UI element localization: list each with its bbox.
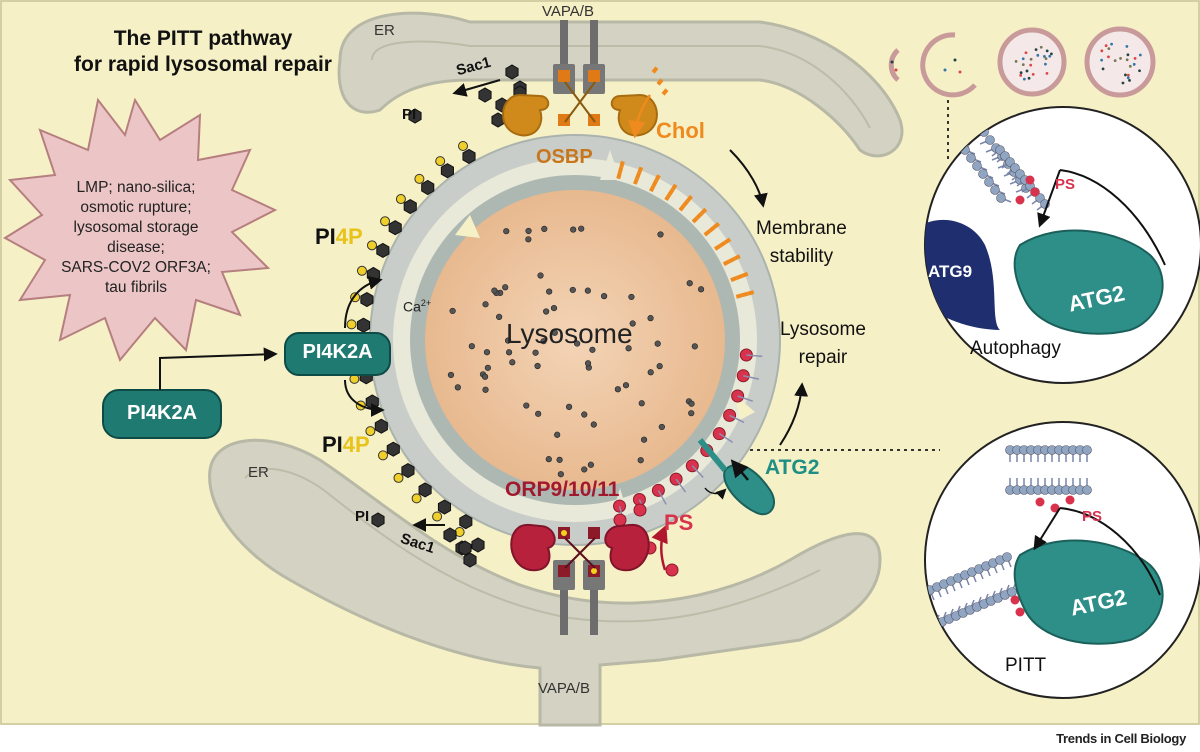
pi4k2a-membrane-box <box>284 332 391 376</box>
ps-lipids <box>613 348 763 577</box>
vesicle-icons <box>888 26 1156 98</box>
lumen-particles <box>447 225 705 478</box>
pitt-inset <box>924 421 1200 699</box>
lysosome <box>369 134 781 546</box>
osbp-complex <box>502 20 658 137</box>
pi4k2a-cytosol-box <box>102 389 222 439</box>
pathway-arrows <box>159 79 809 571</box>
journal-credit: Trends in Cell Biology <box>1056 731 1186 746</box>
orp-complex <box>510 523 650 635</box>
inset-connectors <box>750 100 949 451</box>
er-bottom <box>208 438 882 727</box>
stress-burst <box>3 97 278 362</box>
er-top <box>337 11 904 158</box>
